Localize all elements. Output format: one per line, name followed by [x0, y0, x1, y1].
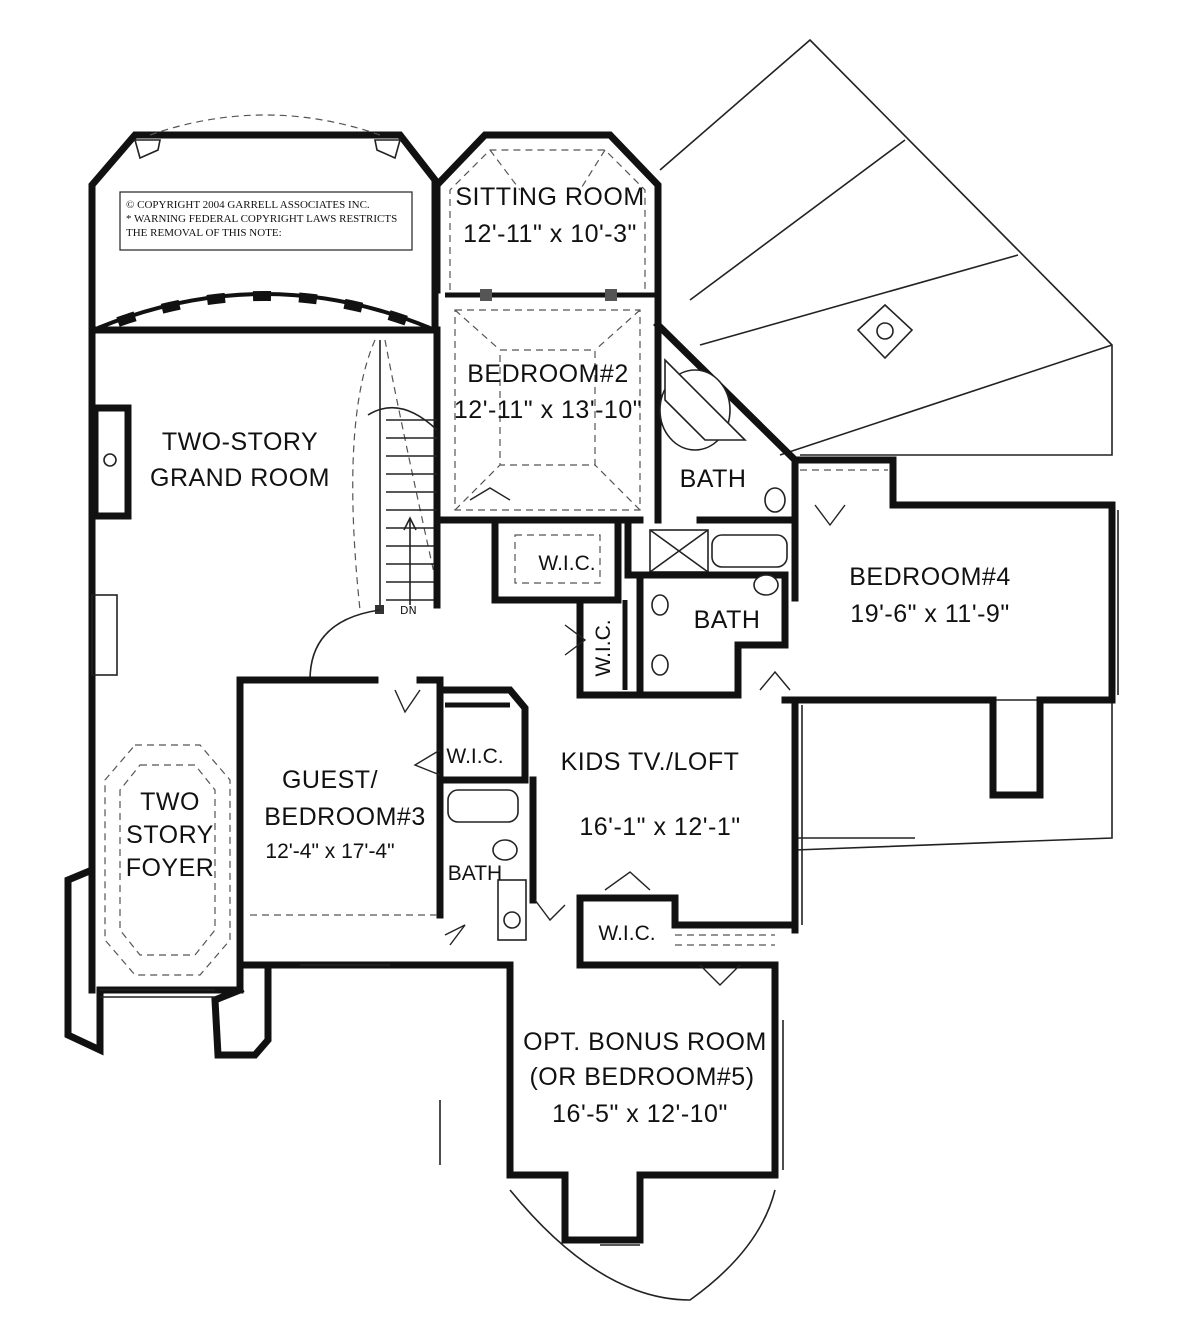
- bonus-line-2: (OR BEDROOM#5): [529, 1063, 754, 1091]
- wic-bonus-name: W.I.C.: [598, 922, 655, 945]
- foyer-line-2: STORY: [126, 821, 214, 849]
- bedroom-4-walls: [759, 456, 1119, 799]
- copyright-note: © COPYRIGHT 2004 GARRELL ASSOCIATES INC.…: [119, 191, 413, 251]
- guest-line-2: BEDROOM#3: [264, 803, 425, 831]
- foyer-walls: [64, 744, 272, 1059]
- roof-outline: [659, 38, 1113, 851]
- bath-master-name: BATH: [680, 465, 747, 493]
- sitting-room-name: SITTING ROOM: [455, 183, 644, 211]
- stair-dn-label: DN: [400, 604, 417, 617]
- room-labels: SITTING ROOM 12'-11" x 10'-3" BEDROOM#2 …: [126, 183, 1011, 1128]
- wic-guest-name: W.I.C.: [446, 745, 503, 768]
- central-bath-walls: [491, 516, 789, 699]
- bath-master-walls: [649, 320, 799, 573]
- wic-vertical-name: W.I.C.: [592, 619, 615, 676]
- stair-treads: [386, 419, 437, 601]
- loft-name: KIDS TV./LOFT: [561, 748, 740, 776]
- bath-mid-name: BATH: [694, 606, 761, 634]
- guest-dims: 12'-4" x 17'-4": [265, 840, 394, 863]
- grand-room-line-2: GRAND ROOM: [150, 464, 330, 492]
- loft-and-bonus-walls: [439, 696, 803, 1301]
- grand-room-walls: DN: [88, 326, 441, 994]
- bedroom-4-name: BEDROOM#4: [849, 563, 1010, 591]
- sitting-room-bay: [433, 131, 662, 329]
- copyright-line-1: © COPYRIGHT 2004 GARRELL ASSOCIATES INC.: [126, 199, 370, 211]
- copyright-line-3: THE REMOVAL OF THIS NOTE:: [126, 227, 282, 239]
- bath-guest-name: BATH: [448, 862, 502, 885]
- foyer-line-3: FOYER: [126, 854, 215, 882]
- wic-bedroom-2-name: W.I.C.: [538, 552, 595, 575]
- bedroom-4-dims: 19'-6" x 11'-9": [850, 600, 1009, 628]
- bedroom-2-dims: 12'-11" x 13'-10": [454, 396, 642, 424]
- sitting-room-dims: 12'-11" x 10'-3": [463, 220, 637, 248]
- bedroom-2-walls: [433, 309, 662, 524]
- bonus-line-1: OPT. BONUS ROOM: [523, 1028, 767, 1056]
- copyright-line-2: * WARNING FEDERAL COPYRIGHT LAWS RESTRIC…: [126, 213, 397, 225]
- bedroom-2-name: BEDROOM#2: [467, 360, 628, 388]
- bonus-dims: 16'-5" x 12'-10": [552, 1100, 728, 1128]
- guest-bedroom-walls: [236, 676, 537, 1089]
- roof-vent-icon: [856, 303, 914, 360]
- guest-line-1: GUEST/: [282, 766, 378, 794]
- foyer-line-1: TWO: [140, 788, 200, 816]
- loft-dims: 16'-1" x 12'-1": [579, 813, 740, 841]
- grand-room-line-1: TWO-STORY: [162, 428, 318, 456]
